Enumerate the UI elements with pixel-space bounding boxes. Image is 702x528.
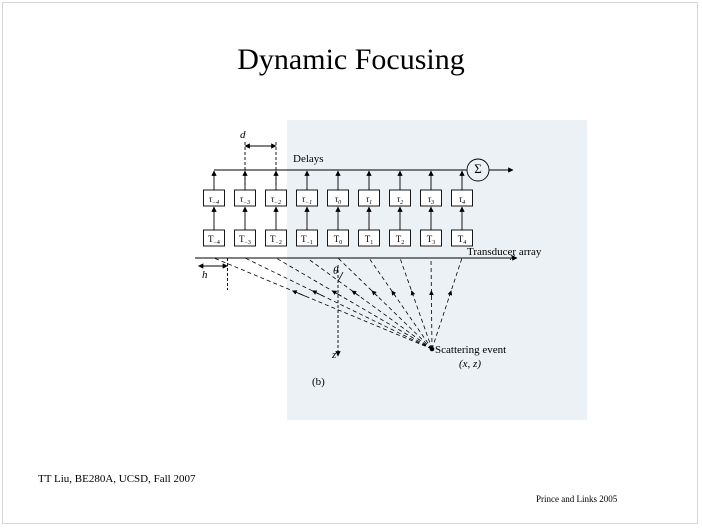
scatter-ray-arrow bbox=[410, 290, 416, 297]
course-footer: TT Liu, BE280A, UCSD, Fall 2007 bbox=[38, 473, 196, 485]
transducer-box bbox=[265, 229, 287, 247]
theta-arc bbox=[337, 271, 344, 281]
transducer-box-subscript: −4 bbox=[214, 240, 220, 246]
transducer-box-label: T3 bbox=[427, 234, 436, 246]
delays-label: Delays bbox=[293, 153, 324, 165]
scatter-coords: (x, z) bbox=[459, 358, 481, 370]
scatter-ray bbox=[430, 257, 433, 350]
delay-box bbox=[296, 189, 318, 207]
delay-box-subscript: 3 bbox=[430, 200, 434, 206]
source-credit: Prince and Links 2005 bbox=[536, 494, 618, 504]
delay-box-subscript: −3 bbox=[243, 200, 250, 206]
transducer-box bbox=[451, 229, 473, 247]
transducer-box-label: T1 bbox=[365, 234, 374, 246]
delay-box-subscript: 0 bbox=[338, 200, 341, 206]
transducer-box bbox=[327, 229, 349, 247]
delay-box bbox=[451, 189, 473, 207]
delay-box-label: τ−3 bbox=[240, 194, 250, 206]
slide-title: Dynamic Focusing bbox=[237, 43, 465, 76]
transducer-box-label: T−4 bbox=[208, 234, 220, 246]
delay-box-subscript: −4 bbox=[212, 199, 219, 206]
transducer-box-label: T4 bbox=[458, 234, 467, 246]
delay-box-label: τ−2 bbox=[271, 194, 281, 206]
scatter-ray bbox=[244, 257, 433, 350]
delay-box-label: τ−4 bbox=[209, 194, 219, 206]
delay-box bbox=[358, 189, 380, 207]
array-label: Transducer array bbox=[467, 246, 542, 258]
delay-box bbox=[234, 189, 256, 207]
delay-box bbox=[420, 189, 442, 207]
transducer-box bbox=[296, 229, 318, 247]
delay-box-subscript: −2 bbox=[274, 200, 281, 206]
transducer-box-subscript: 3 bbox=[432, 240, 435, 246]
transducer-box-label: T−2 bbox=[270, 234, 282, 246]
delay-box-subscript: −1 bbox=[305, 200, 312, 206]
scatter-ray-arrow bbox=[371, 290, 378, 297]
scatter-ray-arrow bbox=[311, 290, 324, 297]
delay-box bbox=[327, 189, 349, 207]
transducer-box bbox=[420, 229, 442, 247]
z-axis-label: z bbox=[331, 349, 337, 361]
delay-box-subscript: 4 bbox=[462, 199, 465, 206]
delay-box-label: τ−1 bbox=[302, 194, 312, 206]
d-label: d bbox=[240, 129, 246, 141]
x-axis-label: x bbox=[509, 251, 515, 263]
panel-label: (b) bbox=[312, 376, 325, 388]
transducer-box-subscript: 2 bbox=[401, 240, 404, 246]
delay-box bbox=[265, 189, 287, 207]
delay-box-label: τ4 bbox=[459, 194, 465, 206]
scatter-ray bbox=[337, 257, 433, 350]
scatter-ray bbox=[368, 257, 433, 350]
delay-box-subscript: 1 bbox=[369, 200, 372, 206]
delay-box-subscript: 2 bbox=[400, 200, 403, 206]
transducer-box bbox=[389, 229, 411, 247]
scattering-event-point bbox=[429, 346, 435, 352]
scatter-ray bbox=[399, 257, 433, 350]
transducer-box-subscript: −3 bbox=[245, 240, 251, 246]
scatter-label: Scattering event bbox=[435, 344, 506, 356]
delay-box bbox=[203, 189, 225, 207]
scatter-ray-arrow bbox=[331, 290, 342, 297]
scatter-ray bbox=[213, 257, 433, 350]
transducer-box-subscript: 0 bbox=[339, 240, 342, 246]
sum-symbol: Σ bbox=[474, 161, 482, 176]
scatter-ray-arrow bbox=[351, 290, 360, 297]
transducer-box-label: T−3 bbox=[239, 234, 251, 246]
delay-box-label: τ1 bbox=[366, 194, 372, 206]
transducer-box-label: T2 bbox=[396, 234, 405, 246]
scatter-ray bbox=[306, 257, 433, 350]
scatter-ray-arrow bbox=[447, 290, 453, 297]
delay-box-label: τ2 bbox=[397, 194, 403, 206]
scatter-ray bbox=[431, 257, 463, 350]
h-label: h bbox=[202, 269, 208, 281]
transducer-box-label: T−1 bbox=[301, 234, 313, 246]
transducer-box-subscript: −1 bbox=[307, 240, 313, 246]
transducer-box-label: T0 bbox=[334, 234, 343, 246]
delay-box bbox=[389, 189, 411, 207]
scatter-ray-arrow bbox=[391, 290, 397, 297]
transducer-box-subscript: −2 bbox=[276, 240, 282, 246]
transducer-box bbox=[234, 229, 256, 247]
transducer-box bbox=[358, 229, 380, 247]
transducer-box-subscript: 4 bbox=[463, 240, 466, 246]
theta-label: θ bbox=[333, 265, 339, 277]
scatter-ray bbox=[275, 257, 433, 350]
delay-box-label: τ3 bbox=[428, 194, 434, 206]
scatter-ray-arrow bbox=[292, 290, 306, 297]
transducer-box bbox=[203, 229, 225, 247]
transducer-box-subscript: 1 bbox=[370, 240, 373, 246]
delay-box-label: τ0 bbox=[335, 194, 341, 206]
